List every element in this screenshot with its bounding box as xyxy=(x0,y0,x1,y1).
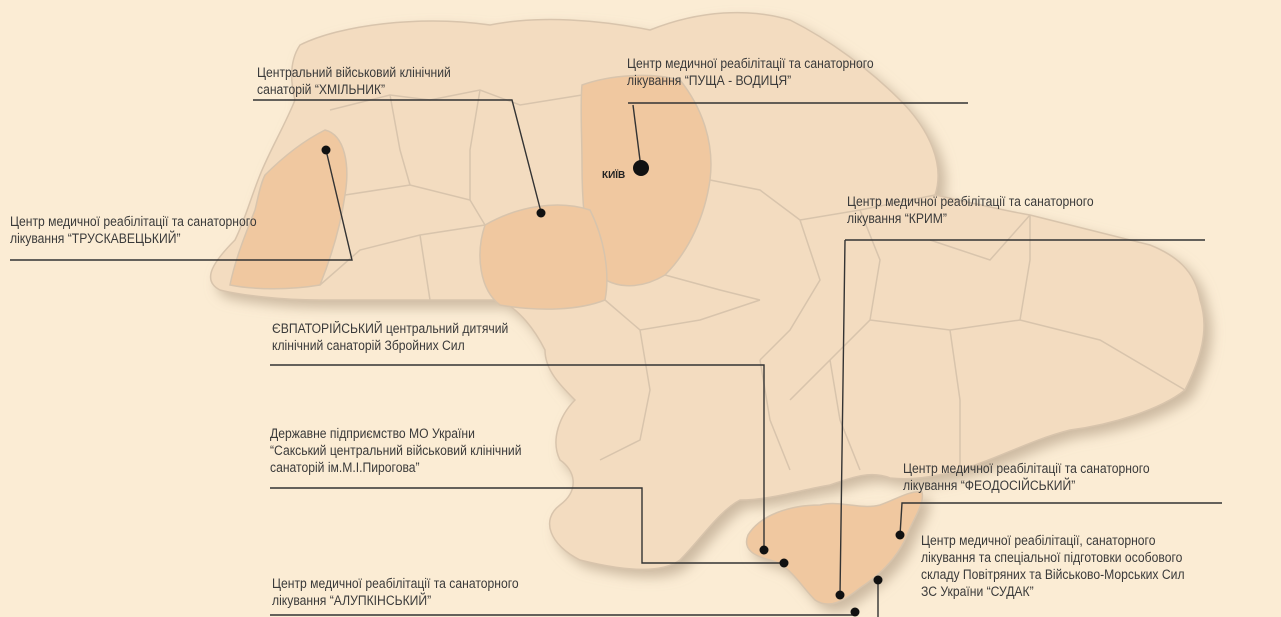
leader-khmilnyk xyxy=(253,99,542,213)
leader-krym xyxy=(839,239,1205,596)
label-krym: Центр медичної реабілітації та санаторно… xyxy=(847,194,1094,226)
dot-krym xyxy=(835,590,845,600)
dot-saky xyxy=(779,558,789,568)
label-sudak: Центр медичної реабілітації, санаторного… xyxy=(921,533,1185,599)
mainland xyxy=(209,11,1205,571)
label-pushcha-vodytsia: Центр медичної реабілітації та санаторно… xyxy=(627,56,874,88)
crimea-peninsula xyxy=(745,491,924,605)
dot-truskavets xyxy=(321,145,331,155)
label-truskavets: Центр медичної реабілітації та санаторно… xyxy=(10,214,257,246)
leader-saky xyxy=(270,487,784,564)
dot-yevpatoria xyxy=(759,545,769,555)
leader-lines xyxy=(10,99,1222,617)
label-feodosia: Центр медичної реабілітації та санаторно… xyxy=(903,461,1150,493)
oblast-borders xyxy=(319,89,1186,471)
capital-label: КИЇВ xyxy=(602,170,626,181)
leader-pushcha-connector xyxy=(632,104,642,169)
leader-yevpatoria xyxy=(270,364,765,550)
label-saky: Державне підприємство МО України “Сакськ… xyxy=(270,426,522,475)
label-khmilnyk: Центральний військовий клінічний санатор… xyxy=(257,65,451,97)
kyiv-oblast xyxy=(580,74,712,287)
label-alupka: Центр медичної реабілітації та санаторно… xyxy=(272,576,519,608)
dot-alupka xyxy=(850,607,860,617)
dot-feodosia xyxy=(895,530,905,540)
dot-kyiv xyxy=(633,160,649,176)
leader-feodosia xyxy=(899,502,1222,536)
dot-khmilnyk xyxy=(536,208,546,218)
vinnytsia-oblast xyxy=(479,204,608,310)
leader-truskavets xyxy=(10,149,353,261)
dot-sudak xyxy=(873,575,883,585)
label-yevpatoria: ЄВПАТОРІЙСЬКИЙ центральний дитячий кліні… xyxy=(272,321,509,353)
